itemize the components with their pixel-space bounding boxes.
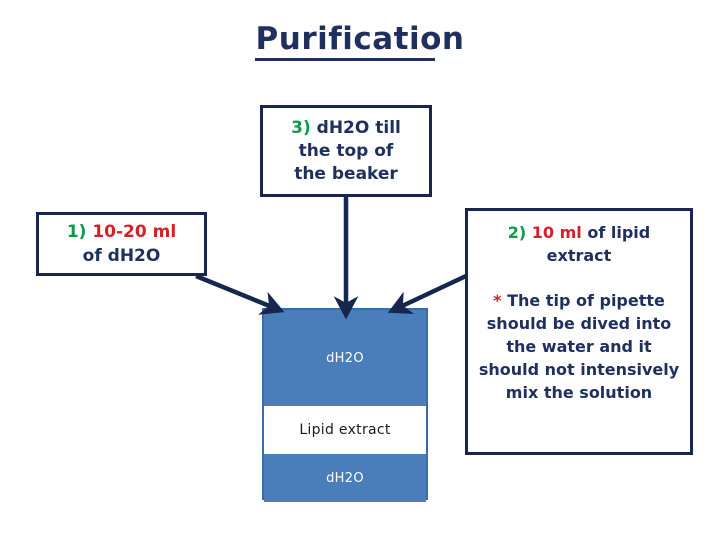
- beaker-layer-lipid: Lipid extract: [264, 406, 426, 454]
- pipette-note-line-2: should be dived into: [486, 314, 672, 333]
- box-step-3-line-3: the beaker: [294, 163, 398, 184]
- box-step-2-amount: 10 ml: [531, 223, 582, 242]
- beaker-layer-water-bottom: dH2O: [264, 454, 426, 502]
- beaker-layer-water-top: dH2O: [264, 310, 426, 406]
- box-step-3-line-2: the top of: [298, 140, 394, 161]
- box-step-3-number: 3): [291, 117, 311, 138]
- box-step-2[interactable]: 2) 10 ml of lipid extract * The tip of p…: [465, 208, 693, 455]
- box-step-1-line-2: of dH2O: [82, 246, 161, 266]
- page-title: Purification: [255, 21, 465, 57]
- pipette-note-line-4: should not intensively: [478, 360, 680, 379]
- arrow-step2-to-beaker: [387, 273, 467, 314]
- box-step-2-number: 2): [507, 223, 527, 242]
- pipette-note-line-5: mix the solution: [505, 383, 653, 402]
- title-underline: [255, 58, 435, 61]
- box-step-2-heading: 2) 10 ml of lipid extract: [508, 221, 651, 267]
- beaker-layer-water-top-label: dH2O: [326, 350, 364, 366]
- box-step-3-line-1-text: dH2O till: [316, 117, 401, 138]
- box-step-2-line-2: extract: [546, 246, 612, 265]
- box-step-2-line-1-text: of lipid: [587, 223, 651, 242]
- beaker-diagram: dH2O Lipid extract dH2O: [262, 308, 428, 502]
- asterisk-icon: *: [493, 291, 502, 310]
- box-step-2-line-1: 2) 10 ml of lipid: [508, 221, 651, 244]
- pipette-note-line-1: * The tip of pipette: [479, 289, 679, 312]
- arrow-step1-to-beaker: [195, 273, 285, 315]
- box-step-3[interactable]: 3) dH2O till the top of the beaker: [260, 105, 432, 197]
- pipette-note-line-3: the water and it: [506, 337, 652, 356]
- pipette-note: * The tip of pipette should be dived int…: [479, 289, 679, 404]
- beaker-layer-water-bottom-label: dH2O: [326, 470, 364, 486]
- box-step-1[interactable]: 1) 10-20 ml of dH2O: [36, 212, 207, 276]
- box-step-1-number: 1): [66, 222, 87, 242]
- beaker-layer-lipid-label: Lipid extract: [299, 422, 391, 438]
- box-step-1-amount: 10-20 ml: [92, 222, 177, 242]
- box-step-1-line-1: 1) 10-20 ml: [67, 220, 176, 244]
- box-step-3-line-1: 3) dH2O till: [291, 117, 401, 140]
- pipette-note-line-1-text: The tip of pipette: [507, 291, 665, 310]
